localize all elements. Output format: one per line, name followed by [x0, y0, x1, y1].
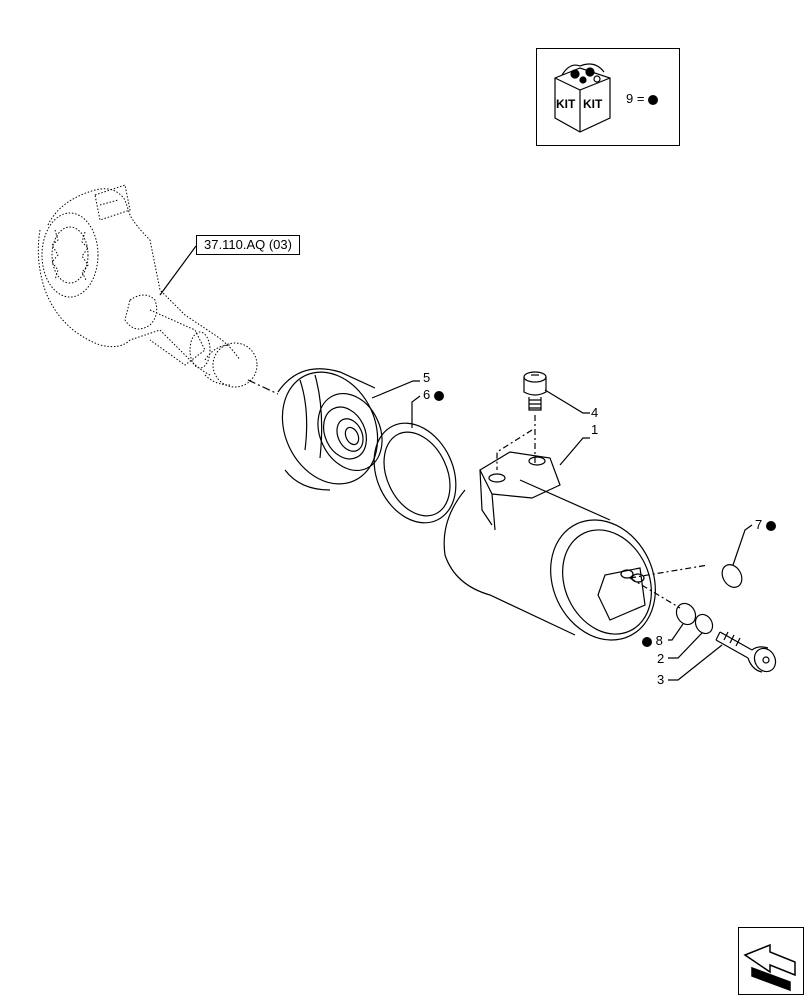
callout-6[interactable]: 6 — [423, 388, 444, 401]
reference-label[interactable]: 37.110.AQ (03) — [196, 235, 300, 255]
callout-1-leader — [559, 437, 590, 466]
callout-6-leader — [411, 395, 421, 428]
callout-5-leader — [371, 380, 420, 399]
axis-line-1 — [247, 379, 279, 395]
next-page-arrow-icon — [743, 943, 796, 992]
top-screw — [523, 371, 547, 411]
callout-8[interactable]: 8 — [642, 634, 663, 647]
ring — [373, 422, 457, 524]
o-ring-7 — [721, 564, 743, 588]
kit-text-left: KIT — [556, 97, 576, 111]
callout-8-leader — [668, 623, 684, 641]
port-axis-line — [629, 564, 709, 609]
kit-legend-number: 9 — [626, 91, 634, 106]
callout-7-number: 7 — [755, 517, 763, 532]
callout-4[interactable]: 4 — [591, 405, 599, 420]
cylinder-body — [443, 451, 656, 641]
callout-7[interactable]: 7 — [755, 518, 776, 531]
screw-axis-line-2 — [496, 429, 533, 470]
piston — [277, 368, 383, 491]
callout-3-leader — [668, 644, 723, 681]
callout-8-number: 8 — [655, 633, 663, 648]
kit-box-icon — [554, 63, 611, 133]
callout-5[interactable]: 5 — [423, 370, 431, 385]
kit-marker-dot — [642, 636, 652, 647]
kit-legend-frame — [536, 48, 680, 146]
reference-leader — [159, 245, 197, 296]
kit-legend-equals: = — [636, 91, 645, 106]
callout-2[interactable]: 2 — [657, 651, 665, 666]
callout-1[interactable]: 1 — [591, 422, 599, 437]
next-page-button[interactable] — [738, 927, 804, 995]
bolt — [715, 631, 777, 673]
kit-marker-dot — [433, 390, 444, 401]
reference-lever-arm — [37, 184, 258, 388]
seal-8 — [675, 602, 697, 626]
kit-marker-dot — [648, 94, 659, 105]
callout-3[interactable]: 3 — [657, 672, 665, 687]
seal-2 — [694, 613, 714, 635]
callout-6-number: 6 — [423, 387, 431, 402]
kit-text-right: KIT — [583, 97, 603, 111]
callout-4-leader — [544, 389, 590, 414]
callout-2-leader — [668, 632, 703, 659]
kit-legend: 9 = — [626, 91, 659, 106]
callout-7-leader — [732, 524, 753, 566]
kit-marker-dot — [765, 520, 776, 531]
